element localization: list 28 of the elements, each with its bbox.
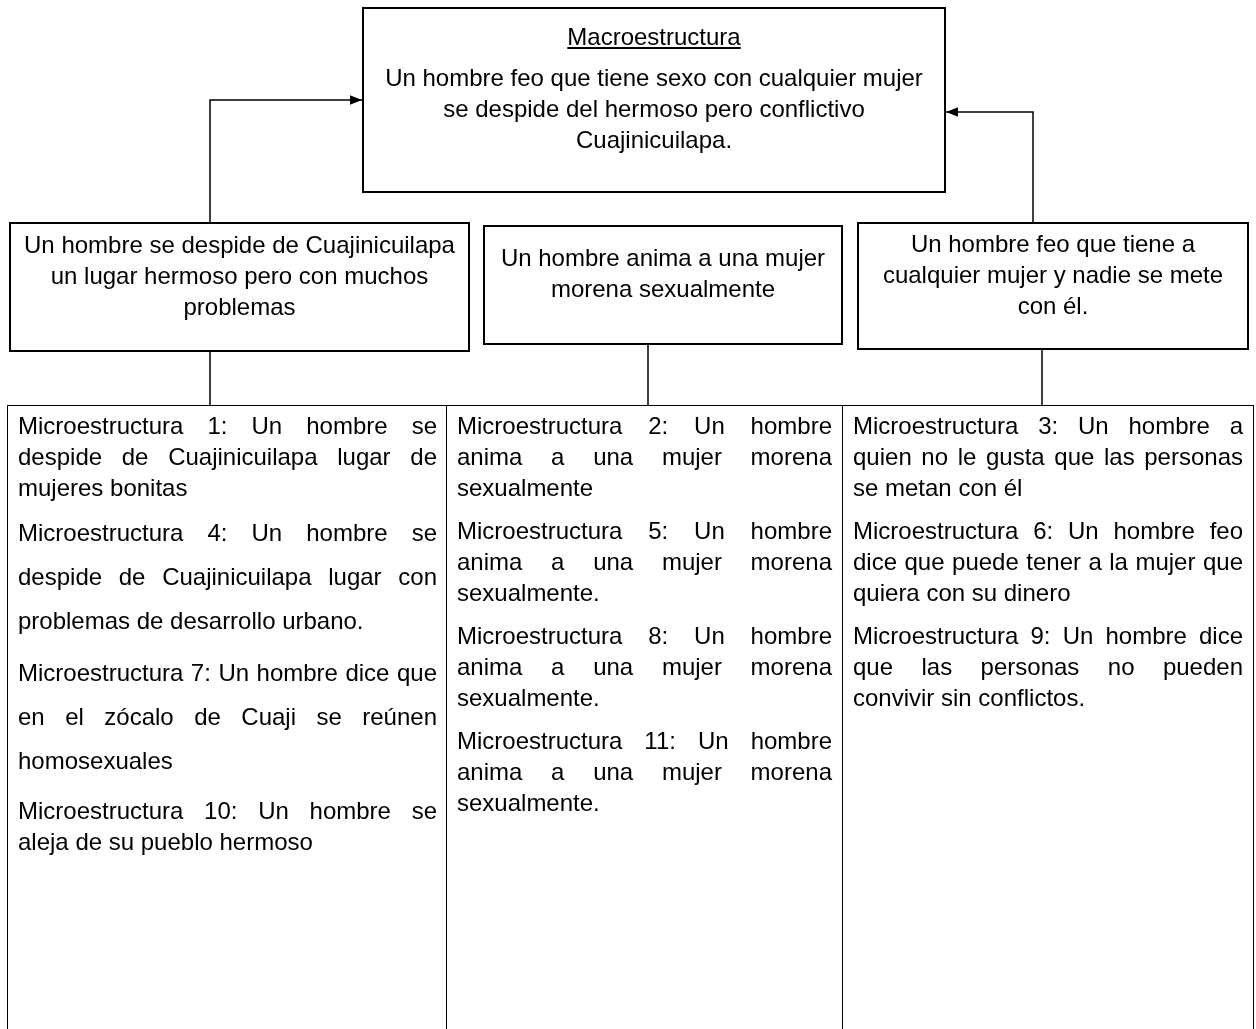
- cell-paragraph: Microestructura 1: Un hombre se despide de Cuajinicuilapa lugar de mujeres bonitas: [18, 411, 437, 503]
- box-text: Un hombre anima a una mujer morena sexualmente: [499, 243, 827, 304]
- box-text: Un hombre feo que tiene a cualquier mujer y nadie se mete con él.: [881, 228, 1225, 321]
- cell-paragraph: Microestructura 11: Un hombre anima a una mujer morena sexualmente.: [457, 726, 832, 818]
- text-box: [483, 225, 843, 345]
- box-text: Un hombre feo que tiene sexo con cualquier mujer se despide del hermoso pero conflictivo Cuajinicuilapa.: [384, 63, 924, 155]
- cell-paragraph: Microestructura 7: Un hombre dice que en el zócalo de Cuaji se reúnen homosexuales: [18, 658, 437, 776]
- text-box: [362, 7, 946, 193]
- table-column: [7, 405, 447, 1029]
- table-column: [842, 405, 1254, 1029]
- cell-paragraph: Microestructura 5: Un hombre anima a una mujer morena sexualmente.: [457, 516, 832, 608]
- cell-paragraph: Microestructura 8: Un hombre anima a una mujer morena sexualmente.: [457, 621, 832, 713]
- text-box: [857, 222, 1249, 350]
- cell-paragraph: Microestructura 4: Un hombre se despide de Cuajinicuilapa lugar con problemas de desarrollo urbano.: [18, 518, 437, 636]
- cell-paragraph: Microestructura 2: Un hombre anima a una mujer morena sexualmente: [457, 411, 832, 503]
- cell-paragraph: Microestructura 3: Un hombre a quien no le gusta que las personas se metan con él: [853, 411, 1243, 503]
- arrow: [945, 107, 1034, 223]
- box-text: Un hombre se despide de Cuajinicuilapa un lugar hermoso pero con muchos problemas: [23, 229, 456, 322]
- cell-paragraph: Microestructura 6: Un hombre feo dice que puede tener a la mujer que quiera con su dinero: [853, 516, 1243, 608]
- connector-line: [647, 344, 649, 406]
- cell-paragraph: Microestructura 10: Un hombre se aleja de su pueblo hermoso: [18, 796, 437, 857]
- cell-paragraph: Microestructura 9: Un hombre dice que las personas no pueden convivir sin conflictos.: [853, 621, 1243, 713]
- arrow: [209, 95, 363, 223]
- text-box: [9, 222, 470, 352]
- connector-line: [209, 351, 211, 406]
- connector-line: [1041, 349, 1043, 406]
- table-column: [446, 405, 843, 1029]
- heading: Macroestructura: [566, 22, 742, 52]
